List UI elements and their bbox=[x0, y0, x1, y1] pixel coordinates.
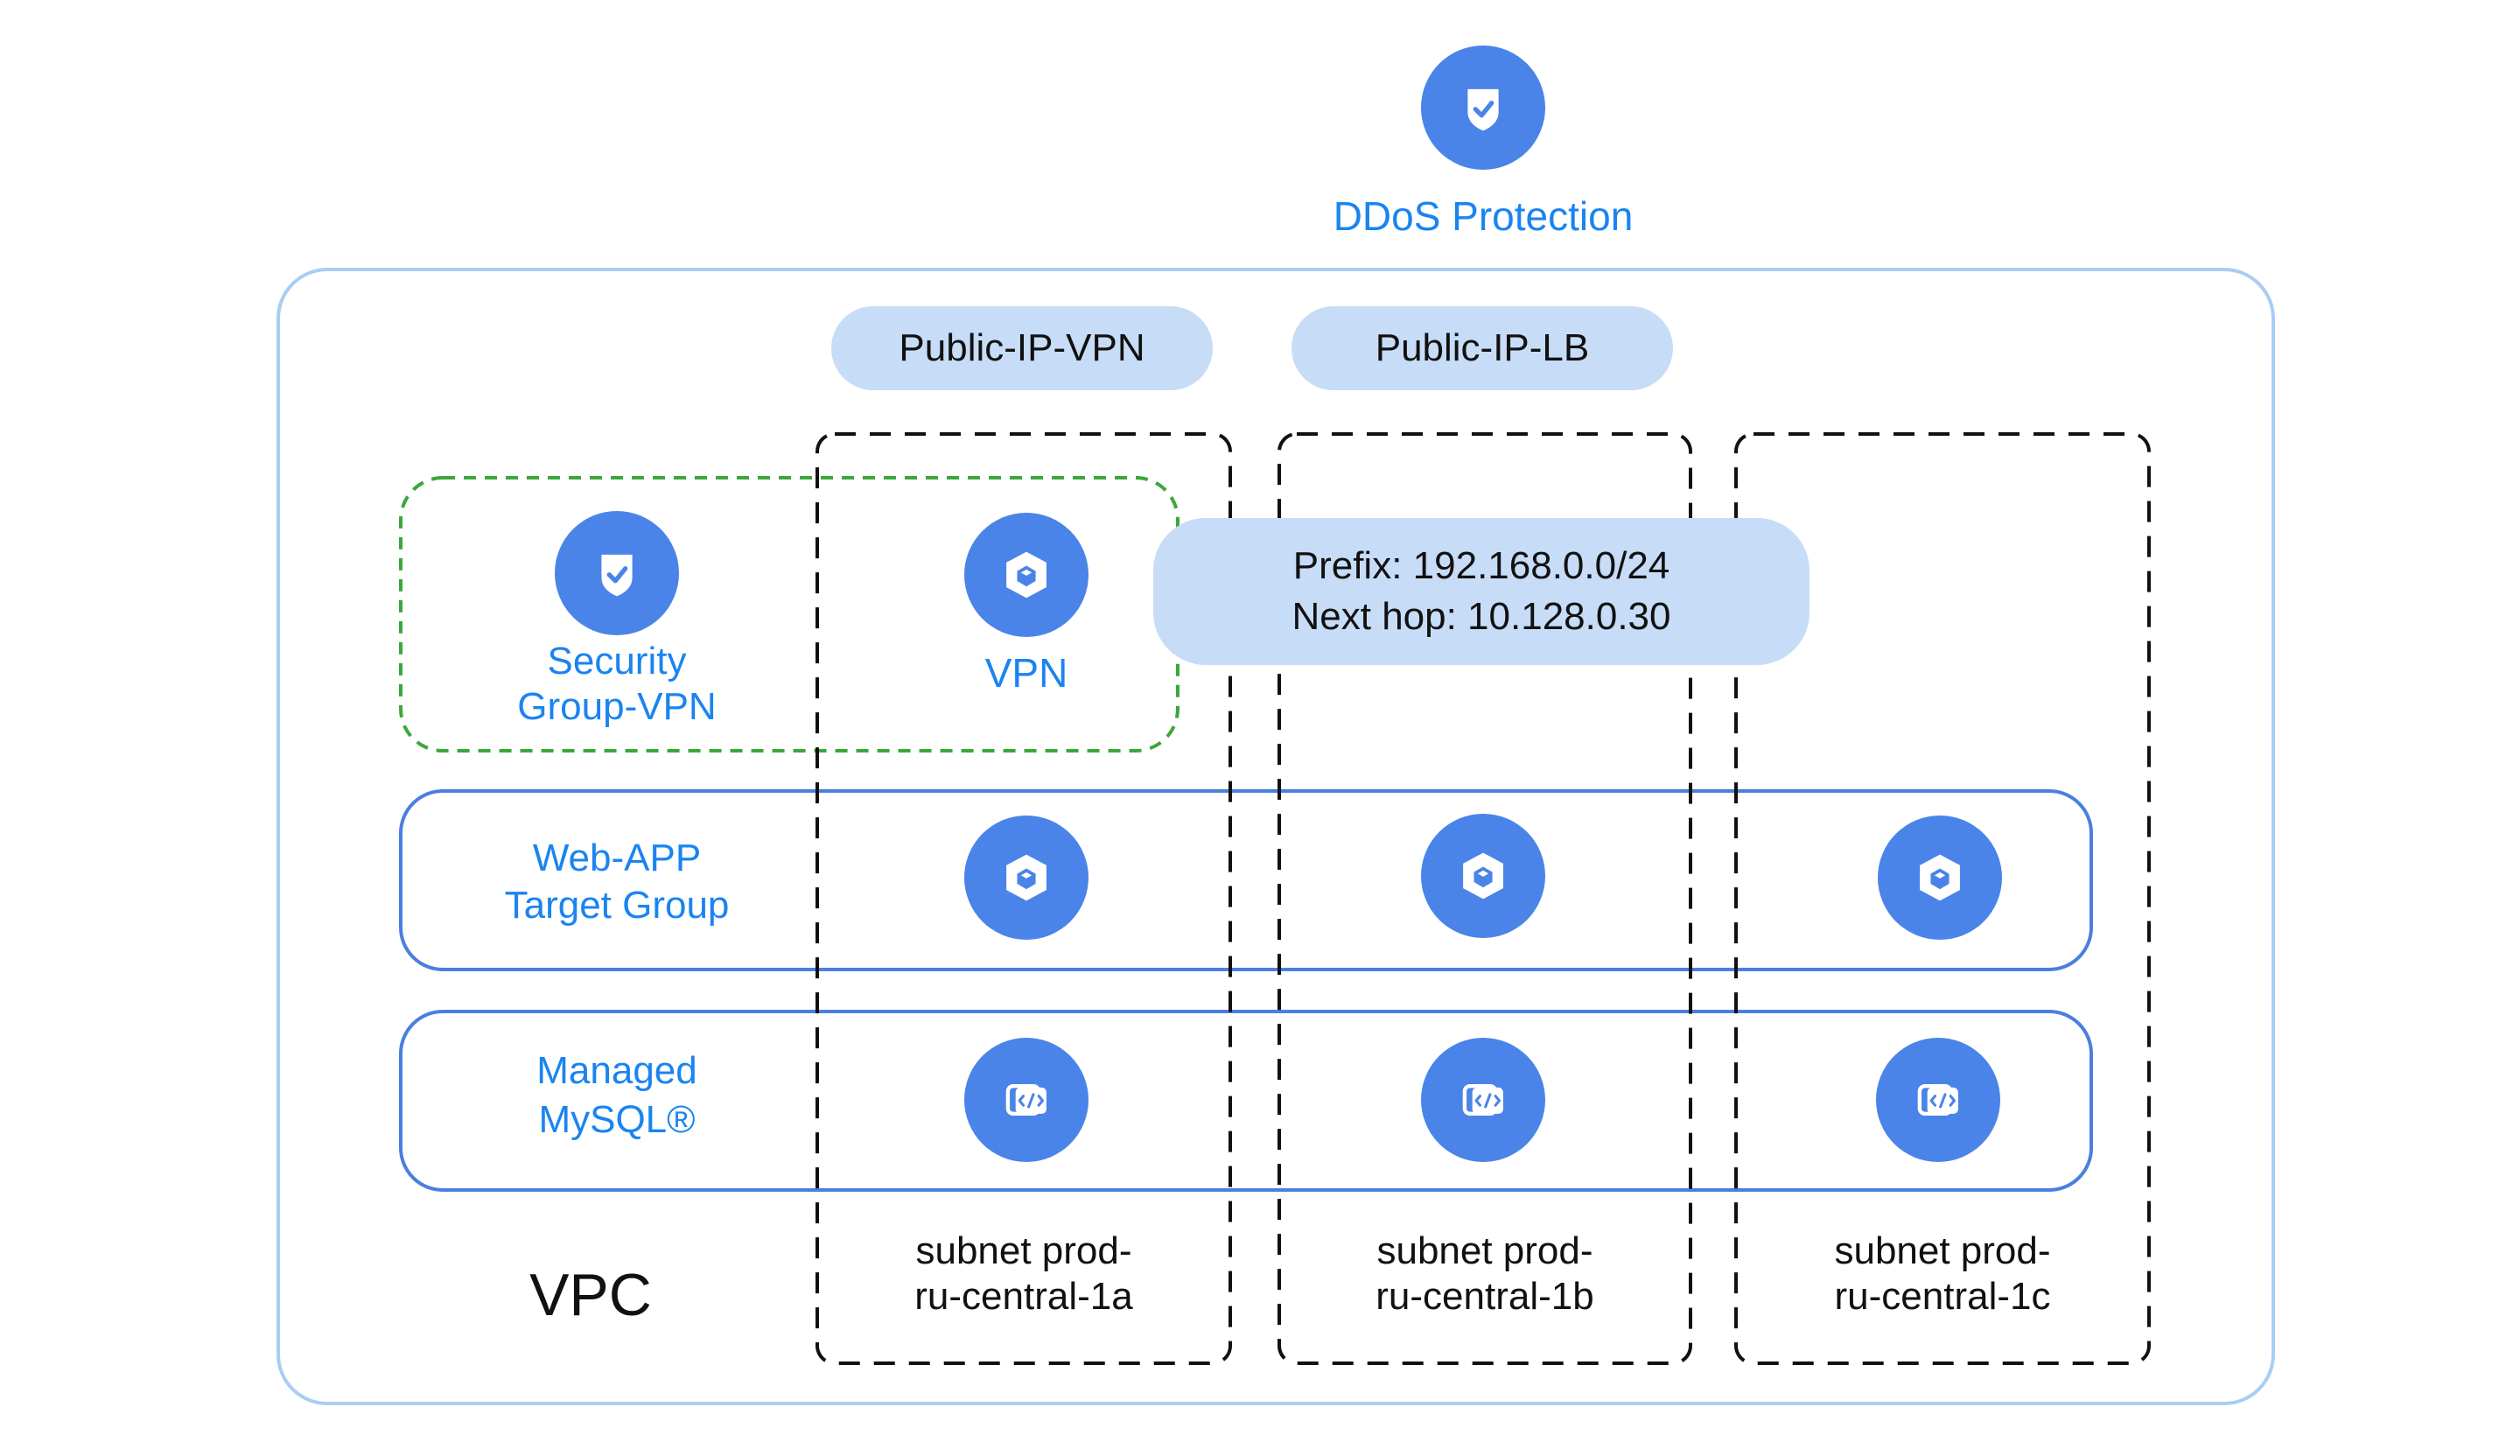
security-group-label-line2: Group-VPN bbox=[517, 685, 717, 728]
subnet-zone-b bbox=[1278, 432, 1692, 1365]
subnet-b-label: subnet prod- ru-central-1b bbox=[1279, 1228, 1690, 1320]
public-ip-vpn-pill: Public-IP-VPN bbox=[831, 306, 1213, 390]
managed-mysql-box bbox=[399, 1010, 2093, 1192]
public-ip-lb-label: Public-IP-LB bbox=[1375, 326, 1590, 369]
subnet-a-label-line2: ru-central-1a bbox=[914, 1275, 1133, 1318]
security-group-label: Security Group-VPN bbox=[442, 639, 792, 730]
subnet-a-label: subnet prod- ru-central-1a bbox=[817, 1228, 1230, 1320]
ddos-protection-label: DDoS Protection bbox=[1333, 193, 1634, 239]
security-group-shield-icon bbox=[555, 511, 679, 635]
web-app-label-line2: Target Group bbox=[504, 884, 730, 927]
vpc-container bbox=[276, 268, 2275, 1405]
subnet-c-label-line1: subnet prod- bbox=[1834, 1229, 2051, 1272]
mysql-db-a-icon bbox=[964, 1038, 1088, 1162]
mysql-db-c-icon bbox=[1876, 1038, 2000, 1162]
ddos-shield-icon bbox=[1421, 46, 1545, 170]
vpc-label: VPC bbox=[529, 1262, 652, 1328]
public-ip-vpn-label: Public-IP-VPN bbox=[899, 326, 1145, 369]
web-app-vm-a-icon bbox=[964, 816, 1088, 940]
subnet-zone-a bbox=[816, 432, 1232, 1365]
public-ip-lb-pill: Public-IP-LB bbox=[1292, 306, 1673, 390]
route-info-pill: Prefix: 192.168.0.0/24 Next hop: 10.128.… bbox=[1153, 518, 1810, 665]
subnet-zone-c bbox=[1734, 432, 2151, 1365]
route-next-hop: Next hop: 10.128.0.30 bbox=[1292, 595, 1671, 638]
mysql-label-line1: Managed bbox=[536, 1049, 697, 1092]
web-app-target-group-box bbox=[399, 789, 2093, 971]
route-prefix: Prefix: 192.168.0.0/24 bbox=[1292, 544, 1670, 587]
security-group-label-line1: Security bbox=[547, 640, 687, 682]
vpn-label: VPN bbox=[984, 650, 1068, 696]
web-app-target-group-label: Web-APP Target Group bbox=[442, 835, 792, 929]
mysql-db-b-icon bbox=[1421, 1038, 1545, 1162]
subnet-b-label-line1: subnet prod- bbox=[1376, 1229, 1593, 1272]
subnet-c-label: subnet prod- ru-central-1c bbox=[1736, 1228, 2149, 1320]
web-app-label-line1: Web-APP bbox=[532, 836, 702, 879]
subnet-b-label-line2: ru-central-1b bbox=[1376, 1275, 1594, 1318]
managed-mysql-label: Managed MySQL® bbox=[442, 1046, 792, 1144]
web-app-vm-c-icon bbox=[1878, 816, 2002, 940]
security-group-box bbox=[399, 476, 1180, 752]
vpn-compute-icon bbox=[964, 513, 1088, 637]
web-app-vm-b-icon bbox=[1421, 814, 1545, 938]
subnet-c-label-line2: ru-central-1c bbox=[1834, 1275, 2051, 1318]
subnet-a-label-line1: subnet prod- bbox=[915, 1229, 1132, 1272]
mysql-label-line2: MySQL® bbox=[538, 1098, 696, 1141]
